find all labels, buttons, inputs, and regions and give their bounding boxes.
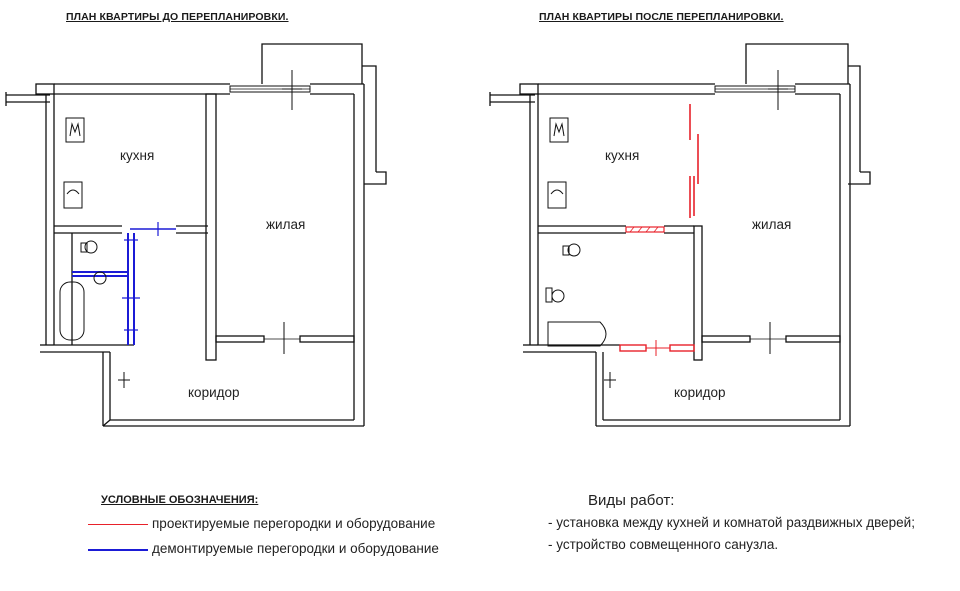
new-partitions xyxy=(619,104,699,356)
removed-partitions xyxy=(72,222,176,345)
legend-swatch-red xyxy=(88,524,148,525)
room-label-living: жилая xyxy=(752,217,791,232)
fixtures xyxy=(545,117,607,347)
works-item: - установка между кухней и комнатой разд… xyxy=(548,515,915,530)
floor-plans: кухня жилая коридор xyxy=(5,43,871,427)
legend-label: демонтируемые перегородки и оборудование xyxy=(152,541,439,556)
exterior-walls xyxy=(5,83,365,427)
plan-after-labels: кухня жилая коридор xyxy=(605,148,791,400)
plan-before-labels: кухня жилая коридор xyxy=(120,148,305,400)
room-label-corridor: коридор xyxy=(188,385,240,400)
plan-before xyxy=(5,43,387,427)
legend-swatch-blue xyxy=(88,549,148,551)
plan-after-title: ПЛАН КВАРТИРЫ ПОСЛЕ ПЕРЕПЛАНИРОВКИ. xyxy=(539,11,784,23)
room-label-kitchen: кухня xyxy=(120,148,154,163)
room-label-kitchen: кухня xyxy=(605,148,639,163)
balcony xyxy=(261,43,387,185)
works-item: - устройство совмещенного санузла. xyxy=(548,537,779,552)
room-label-living: жилая xyxy=(266,217,305,232)
legend-heading: УСЛОВНЫЕ ОБОЗНАЧЕНИЯ: xyxy=(101,494,259,506)
plan-after xyxy=(489,43,871,427)
legend-label: проектируемые перегородки и оборудование xyxy=(152,516,436,531)
works-heading: Виды работ: xyxy=(588,492,675,509)
exterior-walls xyxy=(489,83,851,427)
room-label-corridor: коридор xyxy=(674,385,726,400)
interior-walls xyxy=(54,70,355,361)
fixtures xyxy=(59,117,107,341)
balcony xyxy=(745,43,871,185)
interior-walls xyxy=(538,70,841,361)
plan-before-title: ПЛАН КВАРТИРЫ ДО ПЕРЕПЛАНИРОВКИ. xyxy=(66,11,289,23)
